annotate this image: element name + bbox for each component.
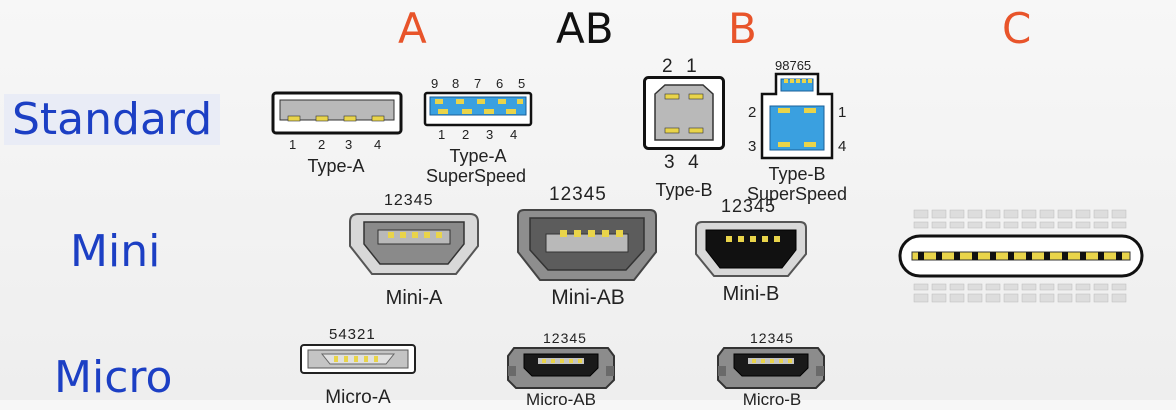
mini-a-connector bbox=[349, 213, 479, 275]
micro-a-pins: 54321 bbox=[329, 326, 376, 343]
type-a-pin-4: 4 bbox=[374, 137, 382, 152]
type-a-ss-pin-8: 8 bbox=[452, 76, 460, 91]
type-a-ss-pin-5: 5 bbox=[518, 76, 526, 91]
type-b-ss-label-1: Type-B bbox=[768, 164, 826, 184]
micro-b-connector bbox=[717, 347, 825, 389]
type-a-pin-1: 1 bbox=[289, 137, 297, 152]
micro-a-connector bbox=[300, 344, 416, 374]
mini-b-label: Mini-B bbox=[722, 283, 780, 305]
type-b-label: Type-B bbox=[655, 180, 713, 200]
mini-ab-label: Mini-AB bbox=[551, 286, 625, 309]
mini-b-pins: 12345 bbox=[721, 196, 777, 216]
type-b-connector bbox=[643, 76, 725, 150]
column-header-b: B bbox=[728, 4, 757, 53]
mini-ab-connector bbox=[517, 209, 657, 281]
mini-a-pins: 12345 bbox=[384, 192, 434, 209]
usb-c-bottom-pin-labels bbox=[913, 283, 1127, 303]
micro-ab-label: Micro-AB bbox=[526, 390, 596, 409]
column-header-a: A bbox=[398, 4, 427, 53]
mini-b-connector bbox=[695, 221, 807, 277]
type-a-ss-label-1: Type-A bbox=[449, 146, 507, 166]
micro-b-label: Micro-B bbox=[742, 390, 802, 409]
type-a-ss-pin-7: 7 bbox=[474, 76, 482, 91]
type-a-superspeed-connector bbox=[423, 91, 533, 127]
type-a-connector bbox=[271, 91, 403, 135]
pin-contact bbox=[371, 115, 385, 122]
micro-a-label: Micro-A bbox=[325, 387, 391, 408]
column-header-c: C bbox=[1002, 4, 1032, 53]
pin-contact bbox=[315, 115, 329, 122]
row-header-mini: Mini bbox=[70, 226, 161, 277]
type-a-ss-label-2: SuperSpeed bbox=[425, 166, 527, 186]
type-b-ss-top-pins: 98765 bbox=[775, 58, 812, 73]
type-a-label: Type-A bbox=[307, 156, 365, 176]
mini-a-label: Mini-A bbox=[385, 287, 443, 309]
type-a-pin-2: 2 bbox=[318, 137, 326, 152]
micro-ab-pins: 12345 bbox=[543, 330, 587, 346]
type-b-superspeed-connector bbox=[760, 72, 834, 160]
micro-ab-connector bbox=[507, 347, 615, 389]
type-b-top-pins: 2 1 bbox=[662, 56, 698, 77]
row-header-standard: Standard bbox=[4, 94, 221, 145]
type-b-ss-pin-1: 1 bbox=[838, 104, 847, 121]
column-header-ab: AB bbox=[556, 4, 614, 53]
mini-ab-pins: 12345 bbox=[549, 184, 607, 205]
type-a-ss-pin-9: 9 bbox=[431, 76, 439, 91]
type-b-bottom-pins: 3 4 bbox=[664, 152, 700, 173]
usb-c-top-pin-labels bbox=[913, 209, 1127, 229]
pin-contact bbox=[287, 115, 301, 122]
type-b-ss-pin-3: 3 bbox=[748, 138, 757, 155]
type-b-ss-pin-4: 4 bbox=[838, 138, 847, 155]
pin-contact bbox=[343, 115, 357, 122]
row-header-micro: Micro bbox=[54, 352, 173, 403]
type-b-ss-label-2: SuperSpeed bbox=[746, 184, 848, 204]
type-b-ss-pin-2: 2 bbox=[748, 104, 757, 121]
type-a-pin-3: 3 bbox=[345, 137, 353, 152]
type-a-ss-pin-6: 6 bbox=[496, 76, 504, 91]
type-a-ss-pin-4: 4 bbox=[510, 127, 518, 142]
usb-c-connector bbox=[898, 209, 1144, 303]
type-a-ss-pin-3: 3 bbox=[486, 127, 494, 142]
type-a-ss-pin-2: 2 bbox=[462, 127, 470, 142]
micro-b-pins: 12345 bbox=[750, 330, 794, 346]
type-a-ss-pin-1: 1 bbox=[438, 127, 446, 142]
